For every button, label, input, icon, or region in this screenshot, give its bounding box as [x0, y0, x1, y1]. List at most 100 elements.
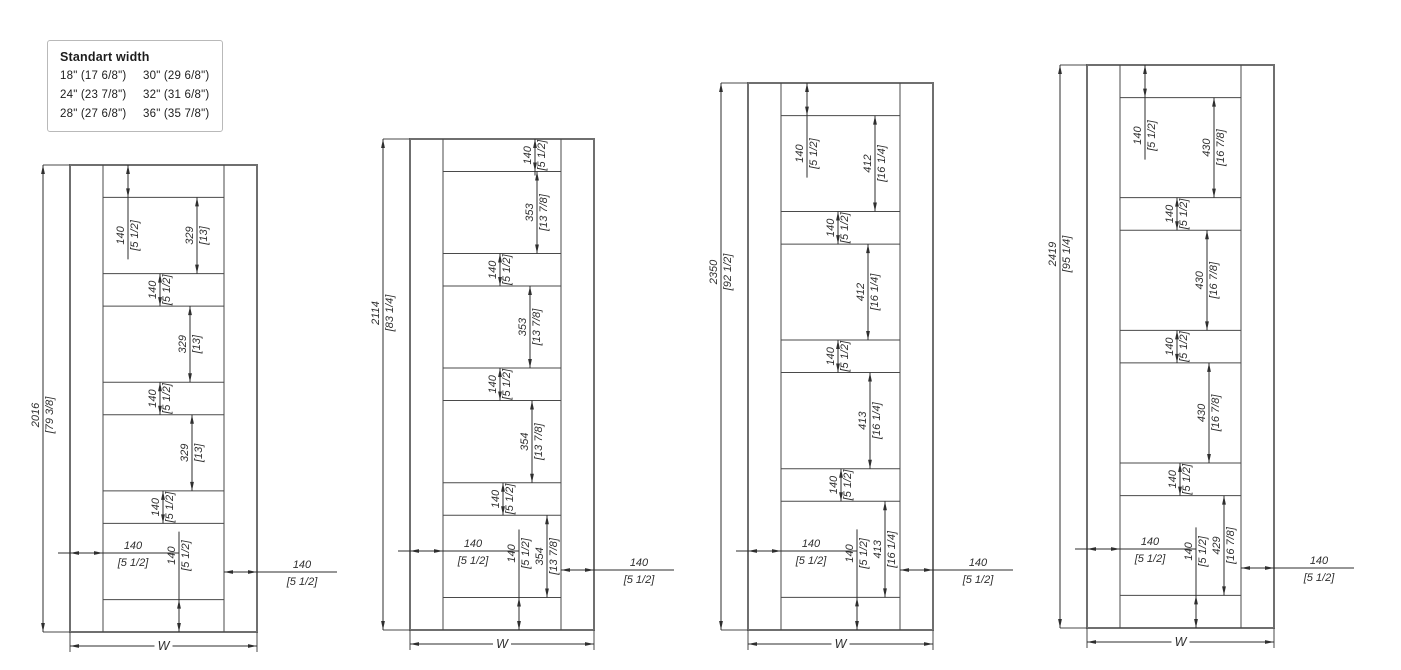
- dimension-arrow: [772, 549, 781, 553]
- dimension-arrow: [1175, 330, 1179, 340]
- dimension-arrow: [805, 106, 809, 116]
- dimension-arrow: [836, 339, 840, 349]
- dimension-arrow: [836, 211, 840, 221]
- width-dimension-label: W: [1175, 635, 1188, 649]
- dimension-arrow: [924, 642, 933, 646]
- dimension-label: 140: [115, 225, 127, 244]
- dimension-arrow: [1212, 188, 1216, 198]
- dimension-arrow: [158, 382, 162, 392]
- legend-item: 36" (35 7/8"): [143, 108, 210, 120]
- dimension-arrow: [1087, 547, 1096, 551]
- dimension-arrow: [248, 570, 257, 574]
- dimension-arrow: [1205, 321, 1209, 331]
- dimension-arrow: [585, 642, 594, 646]
- dimension-arrow: [545, 588, 549, 598]
- dimension-arrow: [535, 244, 539, 254]
- dimension-label: 140: [828, 475, 840, 494]
- dimension-label: 140: [825, 218, 837, 237]
- dimension-label: 140: [506, 543, 518, 562]
- dimension-arrow: [533, 162, 537, 172]
- dimension-arrow: [517, 597, 521, 607]
- dimension-label: 140: [825, 346, 837, 365]
- door-outline: [409, 138, 595, 631]
- dimension-arrow: [188, 306, 192, 316]
- dimension-arrow: [1265, 566, 1274, 570]
- width-dimension-label: W: [835, 637, 848, 651]
- dimension-arrow: [868, 459, 872, 469]
- dimension-arrow: [748, 642, 757, 646]
- dimension-label: 140: [1132, 126, 1144, 145]
- dimension-arrow: [533, 139, 537, 148]
- dimension-label: 412: [855, 283, 867, 301]
- dimension-label: [5 1/2]: [180, 539, 192, 572]
- dimension-arrow: [224, 570, 233, 574]
- door-outline: [69, 164, 258, 633]
- dimension-arrow: [1205, 230, 1209, 240]
- dimension-arrow: [248, 644, 257, 648]
- dimension-arrow: [866, 330, 870, 340]
- dimension-arrow: [1111, 547, 1120, 551]
- width-label-mask: [1171, 635, 1190, 647]
- dimension-arrow: [1212, 97, 1216, 107]
- dimension-label: 140: [464, 538, 483, 550]
- dimension-arrow: [1175, 221, 1179, 231]
- dimension-label: [5 1/2]: [536, 139, 548, 172]
- door-outline: [1086, 64, 1275, 629]
- dimension-label: [5 1/2]: [129, 219, 141, 252]
- dimension-label: 140: [293, 559, 312, 571]
- dimension-label: [5 1/2]: [504, 483, 516, 516]
- dimension-label: [5 1/2]: [161, 382, 173, 415]
- dimension-label: [16 7/8]: [1210, 394, 1222, 433]
- door-diagram-2114: 2114[83 1/4]140[5 1/2]353[13 7/8]140[5 1…: [370, 138, 674, 651]
- dimension-arrow: [501, 482, 505, 492]
- dimension-label: [13 7/8]: [531, 308, 543, 347]
- dimension-label: [5 1/2]: [1146, 119, 1158, 152]
- dimension-label: [5 1/2]: [795, 555, 828, 567]
- dimension-arrow: [1194, 619, 1198, 628]
- dimension-arrow: [1178, 486, 1182, 496]
- dimension-label: [5 1/2]: [1134, 553, 1167, 565]
- dimension-arrow: [719, 83, 723, 92]
- dimension-arrow: [498, 368, 502, 378]
- dimension-label: 140: [487, 374, 499, 393]
- dimension-label: 140: [630, 557, 649, 569]
- width-label-mask: [493, 637, 511, 649]
- dimension-arrow: [528, 359, 532, 369]
- width-dimension-label: W: [158, 639, 171, 653]
- dimension-arrow: [839, 492, 843, 502]
- dimension-label: 329: [179, 444, 191, 462]
- dimension-arrow: [177, 623, 181, 632]
- dimension-arrow: [161, 514, 165, 524]
- dimension-label: [5 1/2]: [1178, 198, 1190, 231]
- width-dimension-label: W: [496, 637, 509, 651]
- dimension-arrow: [836, 363, 840, 373]
- dimension-label: [16 7/8]: [1208, 261, 1220, 300]
- dimension-label: 140: [802, 538, 821, 550]
- dimension-label: 140: [1310, 555, 1329, 567]
- dimension-arrow: [517, 621, 521, 630]
- door-diagram-2350: 2350[92 1/2]140[5 1/2]412[16 1/4]140[5 1…: [708, 82, 1013, 651]
- dimension-label: [5 1/2]: [808, 137, 820, 170]
- dimension-arrow: [924, 568, 933, 572]
- dimension-arrow: [498, 253, 502, 263]
- dimension-arrow: [1087, 640, 1096, 644]
- dimension-label: 140: [522, 145, 534, 164]
- dimension-arrow: [94, 551, 103, 555]
- dimension-arrow: [381, 139, 385, 148]
- dimension-arrow: [1207, 453, 1211, 463]
- dimension-label: 140: [1164, 204, 1176, 223]
- dimension-label: 140: [1164, 337, 1176, 356]
- dimension-arrow: [530, 400, 534, 410]
- dimension-label: 354: [519, 432, 531, 450]
- dimension-arrow: [855, 621, 859, 630]
- dimension-arrow: [161, 490, 165, 500]
- dimension-arrow: [866, 244, 870, 254]
- dimension-label: 329: [184, 226, 196, 244]
- door-diagram-2016: 2016[79 3/8]140[5 1/2]329[13]140[5 1/2]3…: [30, 164, 337, 653]
- dimension-arrow: [126, 165, 130, 174]
- dimension-label: 353: [517, 317, 529, 336]
- dimension-arrow: [748, 549, 757, 553]
- dimension-arrow: [839, 468, 843, 478]
- dimension-label: [5 1/2]: [161, 274, 173, 307]
